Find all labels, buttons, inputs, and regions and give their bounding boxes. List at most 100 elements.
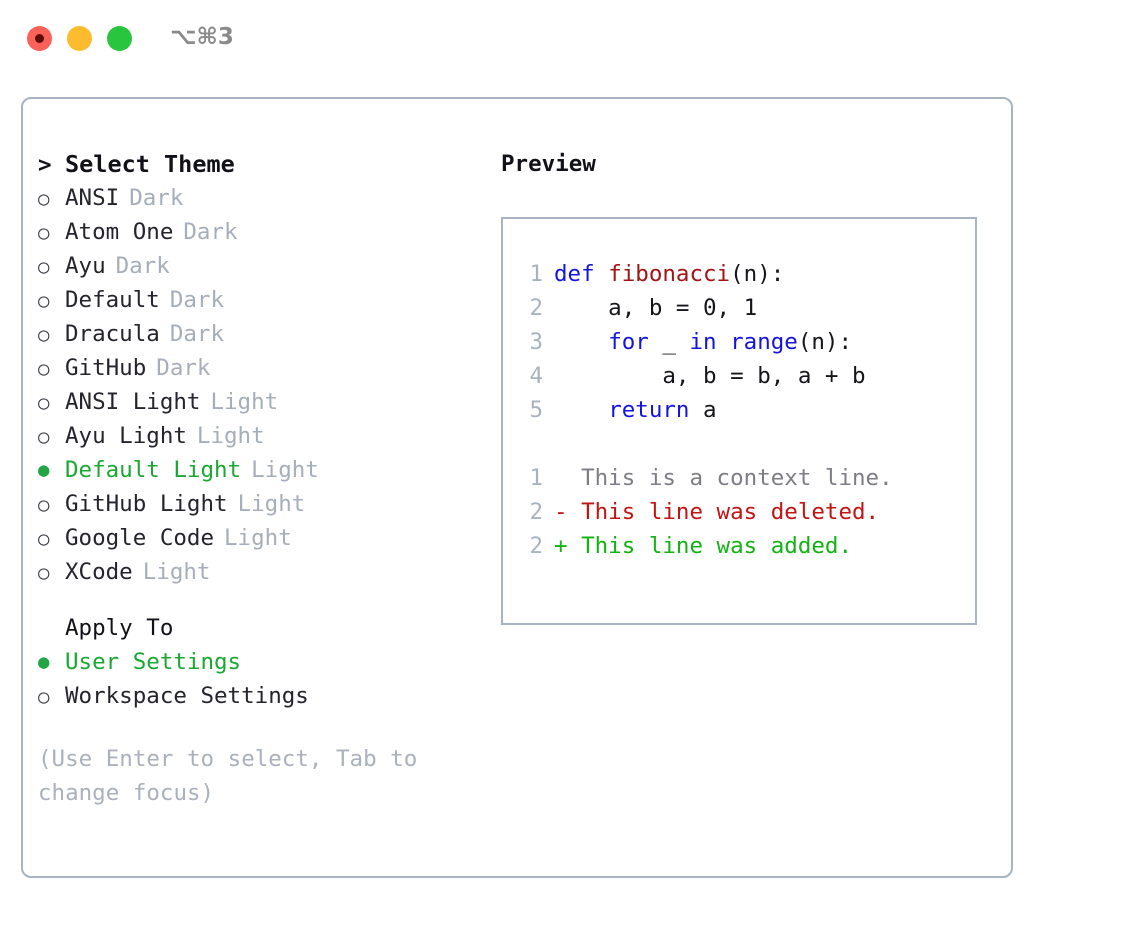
radio-unselected-icon[interactable]: ○: [38, 426, 50, 448]
code-token: fibonacci: [608, 261, 731, 287]
code-line-content: def fibonacci(n):: [554, 257, 784, 291]
code-token: a, b = 0, 1: [554, 295, 758, 321]
code-line-content: a, b = 0, 1: [554, 291, 757, 325]
maximize-window-button[interactable]: [107, 26, 132, 51]
apply-to-heading: o Apply To: [38, 611, 488, 645]
radio-unselected-icon[interactable]: ○: [38, 290, 50, 312]
window-titlebar: ⌥⌘3: [0, 0, 1140, 78]
code-line-content: return a: [554, 393, 717, 427]
code-token: range: [730, 329, 798, 355]
theme-mode-badge: Light: [142, 559, 211, 585]
preview-title: Preview: [501, 151, 596, 177]
theme-mode-badge: Light: [210, 389, 279, 415]
diff-line: 1 This is a context line.: [517, 461, 975, 495]
code-line-content: a, b = b, a + b: [554, 359, 866, 393]
diff-line-text: + This line was added.: [554, 533, 853, 559]
code-line-content: for _ in range(n):: [554, 325, 852, 359]
diff-line-text: This is a context line.: [554, 465, 893, 491]
apply-to-section: o Apply To ●User Settings ○ Workspace Sett…: [38, 611, 488, 713]
radio-selected-icon[interactable]: ●: [38, 459, 50, 481]
radio-unselected-icon[interactable]: ○: [38, 528, 50, 550]
theme-mode-badge: Dark: [129, 185, 184, 211]
theme-mode-badge: Dark: [156, 355, 211, 381]
theme-list-item[interactable]: ○ ANSI Dark: [38, 181, 488, 215]
radio-unselected-icon[interactable]: ○: [38, 686, 50, 708]
theme-mode-badge: Dark: [183, 219, 238, 245]
select-theme-heading: > Select Theme: [38, 147, 488, 181]
code-token: _: [648, 329, 690, 355]
theme-name: XCode: [65, 559, 133, 585]
theme-list-item[interactable]: ○ GitHub Light Light: [38, 487, 488, 521]
theme-list-item[interactable]: ● Default Light Light: [38, 453, 488, 487]
apply-to-item[interactable]: ○ Workspace Settings: [38, 679, 488, 713]
apply-to-label: Workspace Settings: [65, 683, 309, 709]
minimize-window-button[interactable]: [67, 26, 92, 51]
code-token: def: [554, 261, 609, 287]
apply-to-list: ●User Settings ○ Workspace Settings: [38, 645, 488, 713]
line-number: 4: [529, 363, 543, 389]
radio-unselected-icon[interactable]: ○: [38, 188, 50, 210]
code-line: 2 a, b = 0, 1: [517, 291, 975, 325]
line-number: 1: [529, 465, 543, 491]
code-token: [717, 329, 731, 355]
theme-list-item[interactable]: ○ GitHub Dark: [38, 351, 488, 385]
code-token: a, b = b, a + b: [554, 363, 866, 389]
theme-list-item[interactable]: ○ Default Dark: [38, 283, 488, 317]
code-token: return: [608, 397, 690, 423]
theme-list-item[interactable]: ○ XCode Light: [38, 555, 488, 589]
radio-selected-icon[interactable]: ●: [38, 651, 50, 673]
theme-name: Ayu Light: [65, 423, 187, 449]
preview-divider: [517, 427, 975, 461]
diff-line: 2- This line was deleted.: [517, 495, 975, 529]
code-token: [554, 329, 608, 355]
radio-unselected-icon[interactable]: ○: [38, 392, 50, 414]
theme-name: Default Light: [65, 457, 242, 483]
theme-mode-badge: Light: [224, 525, 292, 551]
code-token: a: [689, 397, 717, 423]
apply-to-item[interactable]: ●User Settings: [38, 645, 488, 679]
radio-unselected-icon[interactable]: ○: [38, 222, 50, 244]
close-icon: [35, 34, 44, 43]
theme-mode-badge: Light: [237, 491, 306, 517]
radio-unselected-icon[interactable]: ○: [38, 256, 50, 278]
radio-unselected-icon[interactable]: ○: [38, 562, 50, 584]
theme-list-item[interactable]: ○ Atom One Dark: [38, 215, 488, 249]
line-number: 3: [529, 329, 543, 355]
apply-to-heading-label: Apply To: [65, 615, 174, 641]
code-line: 4 a, b = b, a + b: [517, 359, 975, 393]
theme-name: Atom One: [65, 219, 174, 245]
theme-name: Default: [65, 287, 160, 313]
code-line: 3 for _ in range(n):: [517, 325, 975, 359]
theme-name: Google Code: [65, 525, 215, 551]
diff-line: 2+ This line was added.: [517, 529, 975, 563]
theme-name: ANSI: [65, 185, 120, 211]
theme-list-item[interactable]: ○ Google Code Light: [38, 521, 488, 555]
code-token: in: [689, 329, 717, 355]
radio-unselected-icon[interactable]: ○: [38, 358, 50, 380]
radio-unselected-icon[interactable]: ○: [38, 324, 50, 346]
code-token: [554, 397, 608, 423]
theme-mode-badge: Dark: [169, 287, 225, 313]
line-number: 5: [529, 397, 543, 423]
code-token: (n):: [730, 261, 785, 287]
theme-mode-badge: Light: [251, 457, 319, 483]
select-theme-heading-label: Select Theme: [65, 150, 235, 178]
keyboard-shortcut-label: ⌥⌘3: [170, 24, 234, 50]
diff-sample: 1 This is a context line.2- This line wa…: [517, 461, 975, 563]
radio-unselected-icon[interactable]: ○: [38, 494, 50, 516]
theme-name: GitHub: [65, 355, 147, 381]
theme-name: GitHub Light: [65, 491, 228, 517]
code-token: (n):: [797, 329, 853, 355]
